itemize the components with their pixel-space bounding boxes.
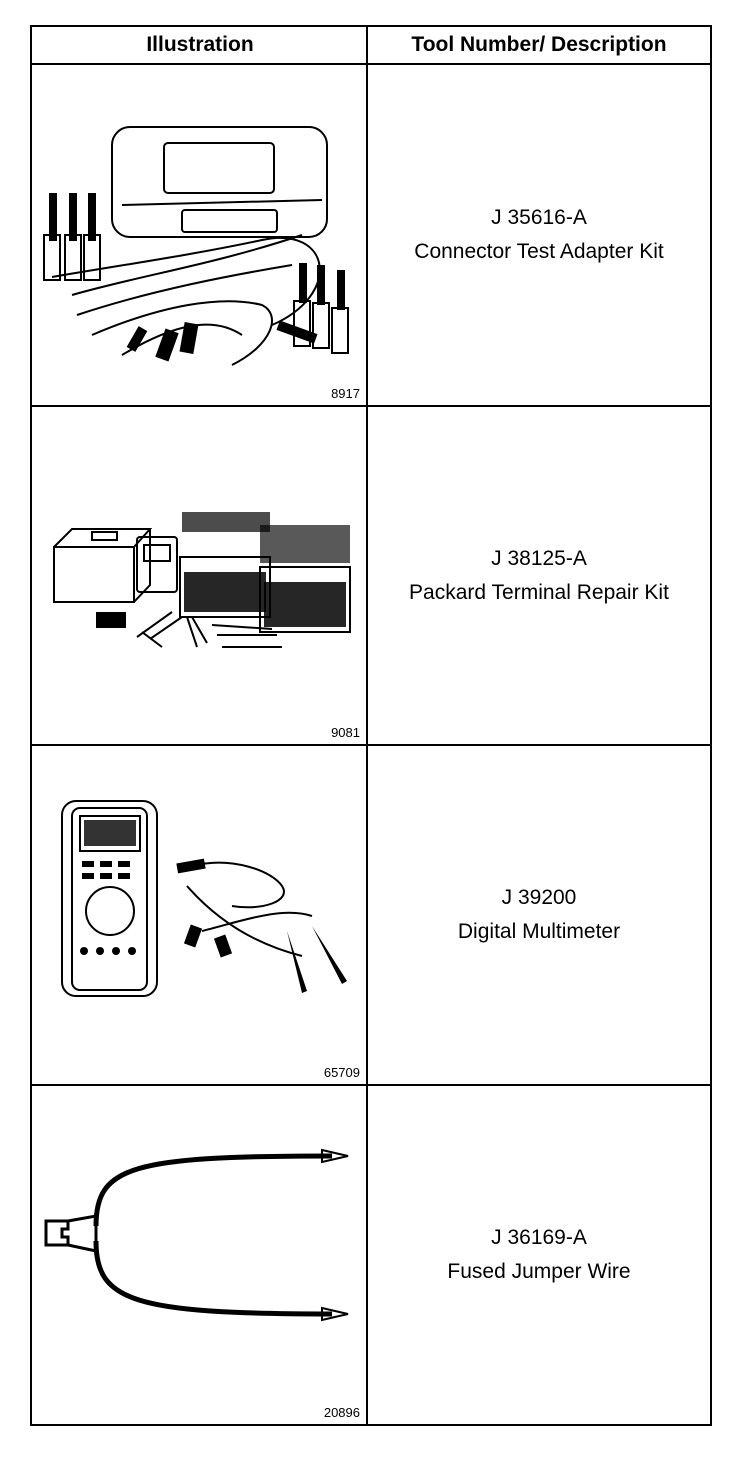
tool-description-cell: J 36169-A Fused Jumper Wire <box>368 1086 710 1424</box>
multimeter-icon <box>61 800 347 997</box>
figure-number: 8917 <box>331 386 360 401</box>
table-row: 9081 J 38125-A Packard Terminal Repair K… <box>32 407 710 746</box>
illustration-cell: 8917 <box>32 65 366 405</box>
figure-number: 9081 <box>331 725 360 740</box>
tool-description: Packard Terminal Repair Kit <box>409 580 669 604</box>
terminal-repair-kit-icon <box>53 512 351 648</box>
figure-number: 65709 <box>323 1065 360 1080</box>
illustration-cell: 65709 <box>32 746 366 1084</box>
tool-description: Connector Test Adapter Kit <box>414 240 664 263</box>
tool-number: J 36169-A <box>491 1226 587 1249</box>
tool-description-cell: J 35616-A Connector Test Adapter Kit <box>368 65 710 405</box>
header-illustration: Illustration <box>146 33 254 56</box>
table-row: 20896 J 36169-A Fused Jumper Wire <box>32 1086 710 1424</box>
illustration-cell: 9081 <box>32 407 366 744</box>
tool-description-cell: J 39200 Digital Multimeter <box>368 746 710 1084</box>
tool-description-cell: J 38125-A Packard Terminal Repair Kit <box>368 407 710 744</box>
tool-number: J 39200 <box>501 886 577 909</box>
tool-description: Digital Multimeter <box>457 920 621 943</box>
tool-description: Fused Jumper Wire <box>447 1260 631 1283</box>
illustration-cell: 20896 <box>32 1086 366 1424</box>
table-header: Illustration Tool Number/ Description <box>32 27 710 65</box>
jumper-wire-icon <box>44 1148 349 1322</box>
header-tool-description: Tool Number/ Description <box>411 33 667 56</box>
table-row: 8917 J 35616-A Connector Test Adapter Ki… <box>32 65 710 407</box>
connector-test-kit-icon <box>43 126 349 366</box>
table-row: 65709 J 39200 Digital Multimeter <box>32 746 710 1086</box>
tool-number: J 38125-A <box>491 546 587 570</box>
tool-number: J 35616-A <box>491 206 587 229</box>
tool-table: Illustration Tool Number/ Description <box>30 25 712 1426</box>
figure-number: 20896 <box>323 1405 360 1420</box>
column-divider <box>366 27 368 1424</box>
